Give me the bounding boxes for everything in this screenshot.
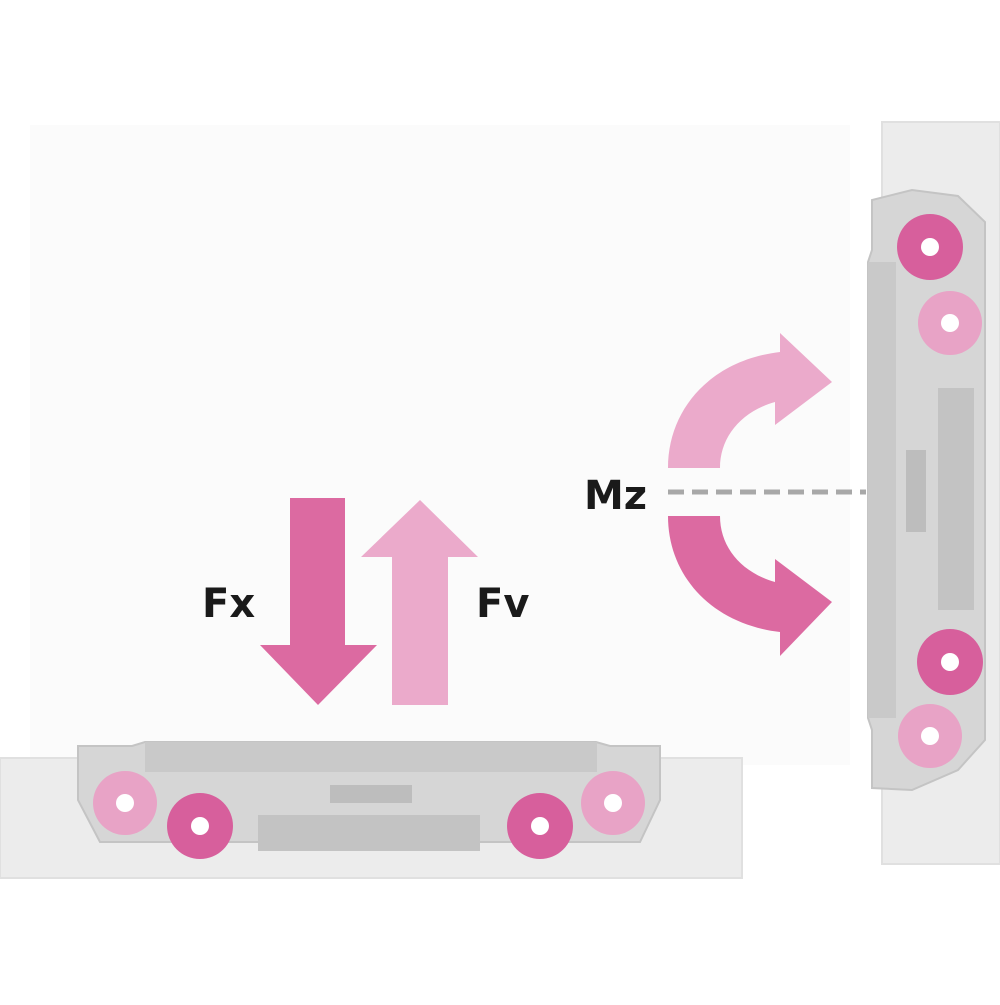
guide-wheel-icon — [898, 704, 962, 768]
guide-wheel-icon — [918, 291, 982, 355]
guide-wheel-icon — [917, 629, 983, 695]
vertical-carriage-slot — [906, 450, 926, 532]
horizontal-rail-assembly — [0, 741, 743, 879]
curved-moment-arrow-upper-icon — [668, 333, 832, 468]
curved-moment-arrow-lower-icon — [668, 516, 832, 656]
down-force-arrow-icon — [260, 498, 377, 705]
vertical-carriage-window — [938, 388, 974, 610]
up-force-arrow-icon — [361, 500, 478, 705]
guide-wheel-icon — [93, 771, 157, 835]
fv-label: Fv — [476, 581, 530, 627]
vertical-rail-assembly — [867, 121, 1000, 865]
vertical-carriage-side-plate — [868, 262, 896, 718]
horizontal-carriage-window — [258, 815, 480, 851]
guide-wheel-icon — [507, 793, 573, 859]
guide-wheel-icon — [581, 771, 645, 835]
horizontal-carriage-slot — [330, 785, 412, 803]
guide-wheel-icon — [167, 793, 233, 859]
fx-label: Fx — [202, 581, 256, 627]
guide-wheel-icon — [897, 214, 963, 280]
mz-label: Mz — [584, 473, 648, 519]
horizontal-carriage-top-plate — [145, 742, 597, 772]
